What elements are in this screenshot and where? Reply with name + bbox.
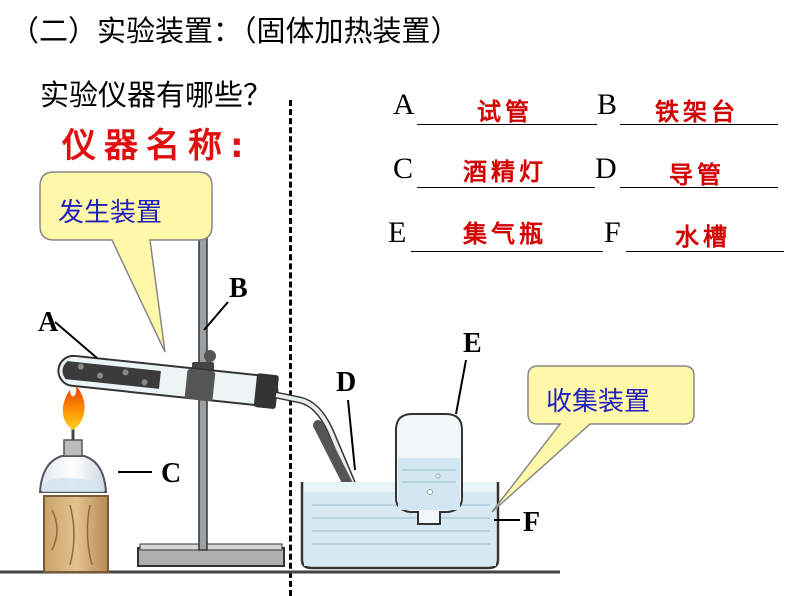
answer-line-e	[411, 251, 603, 252]
heading-instrument-names: 仪器名称:	[62, 126, 252, 166]
answer-e: 集气瓶	[463, 220, 547, 248]
answer-letter-d: D	[595, 152, 617, 185]
gas-bottle	[395, 413, 463, 525]
alcohol-lamp	[38, 428, 108, 493]
answer-line-d	[620, 187, 778, 188]
dashed-divider	[289, 100, 292, 596]
answer-line-b	[620, 124, 778, 125]
generator-callout-text: 发生装置	[58, 198, 163, 228]
answer-f: 水槽	[675, 223, 731, 251]
answer-letter-e: E	[388, 216, 407, 249]
answer-letter-a: A	[393, 88, 415, 121]
label-c: C	[161, 458, 182, 489]
collector-callout-text: 收集装置	[546, 387, 651, 417]
answer-letter-c: C	[393, 152, 414, 185]
slide-title: （二）实验装置：（固体加热装置）	[10, 14, 460, 48]
label-d: D	[336, 367, 357, 398]
answer-letter-f: F	[604, 216, 621, 249]
flame	[62, 386, 85, 430]
answer-letter-b: B	[597, 88, 618, 121]
answer-grid: A 试管 B 铁架台 C 酒精灯 D 导管 E 集气瓶 F 水槽	[0, 0, 794, 270]
test-tube	[57, 354, 279, 409]
label-e: E	[463, 328, 482, 359]
label-b: B	[229, 273, 248, 304]
stand-base	[137, 547, 285, 567]
answer-line-c	[417, 187, 595, 188]
generator-callout	[39, 171, 213, 353]
answer-c: 酒精灯	[463, 158, 547, 186]
label-a: A	[38, 307, 59, 338]
question-text: 实验仪器有哪些？	[40, 78, 273, 112]
wooden-block	[43, 495, 109, 573]
collector-callout	[491, 365, 695, 513]
answer-d: 导管	[669, 161, 725, 189]
answer-line-f	[626, 251, 784, 252]
answer-b: 铁架台	[655, 98, 739, 126]
answer-line-a	[417, 124, 597, 125]
answer-a: 试管	[477, 98, 533, 126]
label-f: F	[523, 507, 541, 538]
